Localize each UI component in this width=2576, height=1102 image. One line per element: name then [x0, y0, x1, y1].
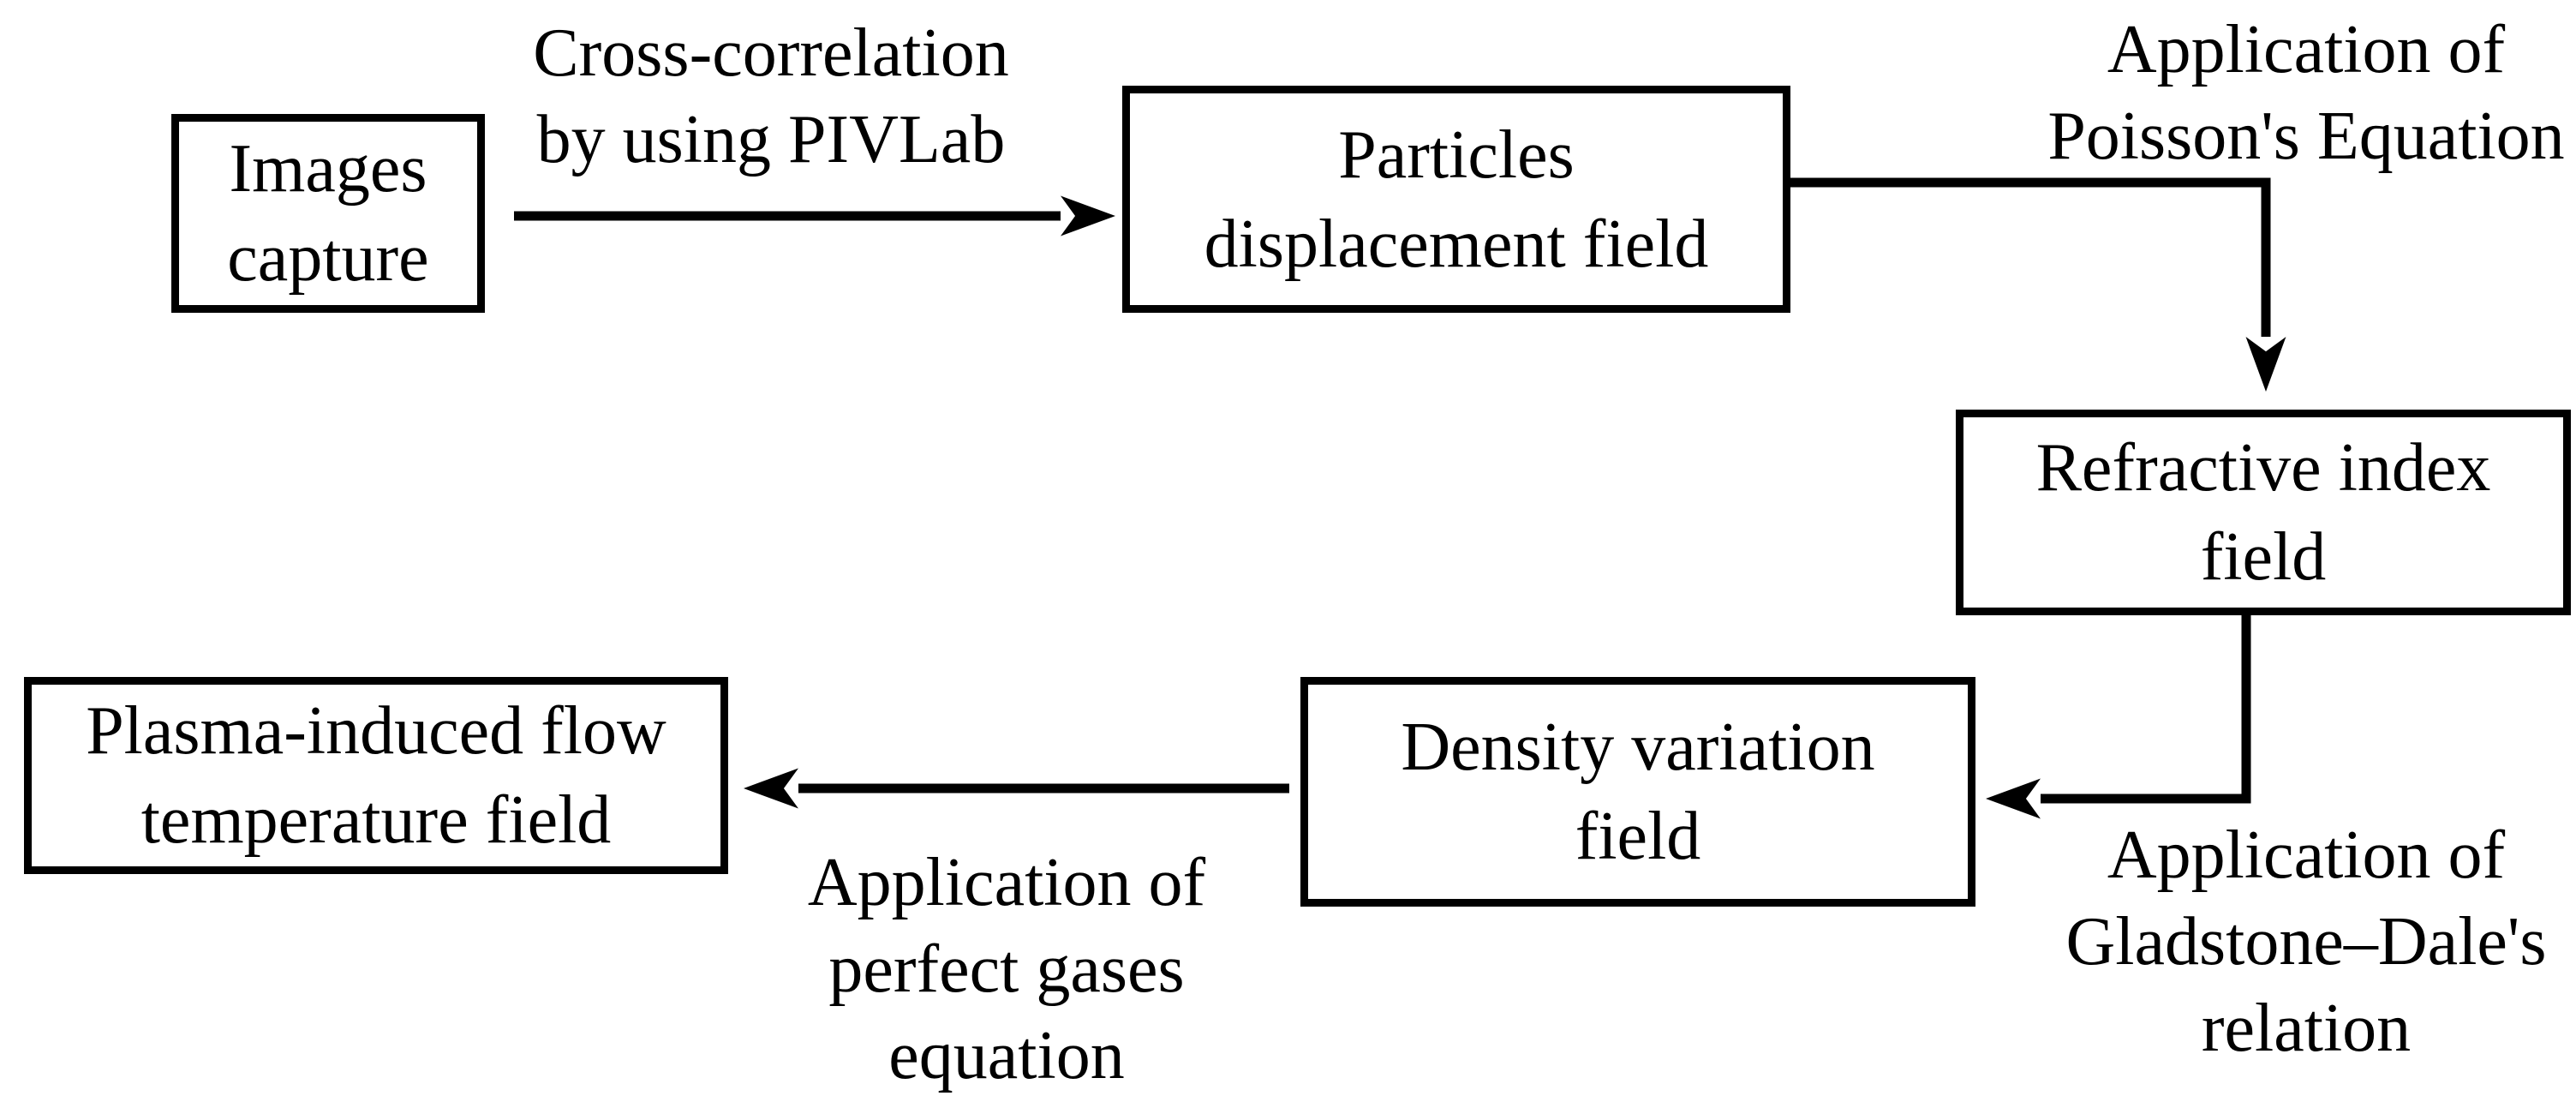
edge-label-line: equation [888, 1018, 1125, 1093]
node-density-variation-field: Density variation field [1300, 677, 1975, 907]
node-line: displacement field [1204, 206, 1709, 282]
node-line: field [2200, 519, 2327, 595]
edge-label-line: Application of [2107, 12, 2506, 87]
edge-label-cross-correlation: Cross-correlation by using PIVLab [471, 10, 1071, 183]
node-line: capture [227, 220, 429, 296]
edge-label-line: Poisson's Equation [2047, 99, 2565, 174]
edge-label-line: Gladstone–Dale's [2065, 904, 2547, 979]
node-line: Refractive index [2035, 430, 2491, 506]
node-line: Particles [1338, 117, 1575, 193]
edge-label-line: Application of [2107, 818, 2506, 893]
node-refractive-index-field: Refractive index field [1956, 410, 2571, 615]
arrow-particles-to-refractive [1790, 177, 2286, 392]
node-line: temperature field [140, 782, 612, 858]
edge-label-gladstone-dale-relation: Application of Gladstone–Dale's relation [2006, 812, 2576, 1072]
edge-label-poisson-equation: Application of Poisson's Equation [2006, 7, 2576, 180]
node-particles-displacement-field: Particles displacement field [1122, 86, 1790, 313]
node-line: Plasma-induced flow [86, 693, 666, 769]
edge-label-line: relation [2201, 991, 2412, 1066]
node-images-capture: Images capture [171, 114, 485, 313]
node-line: field [1575, 799, 1701, 874]
edge-label-perfect-gases-equation: Application of perfect gases equation [707, 840, 1306, 1099]
edge-label-line: Application of [807, 845, 1206, 920]
node-line: Density variation [1401, 710, 1875, 785]
edge-label-line: perfect gases [828, 931, 1185, 1007]
node-line: Images [229, 131, 427, 207]
edge-label-line: Cross-correlation [533, 15, 1009, 91]
edge-label-line: by using PIVLab [536, 102, 1006, 177]
node-plasma-flow-temperature-field: Plasma-induced flow temperature field [24, 677, 728, 874]
arrow-refractive-to-density [1986, 615, 2251, 819]
